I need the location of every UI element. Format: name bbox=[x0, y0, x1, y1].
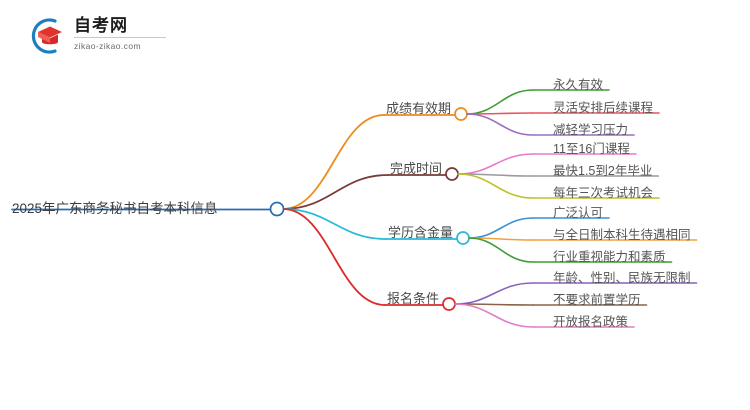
leaf-label-1-1[interactable]: 永久有效 bbox=[553, 78, 604, 92]
connector-line bbox=[282, 208, 386, 306]
leaf-label-1-3[interactable]: 减轻学习压力 bbox=[553, 123, 629, 137]
connector-line bbox=[468, 237, 534, 241]
connector-line bbox=[454, 282, 534, 305]
branch-label-4[interactable]: 报名条件 bbox=[386, 291, 439, 306]
connector-line bbox=[466, 112, 534, 115]
node-dot[interactable] bbox=[445, 167, 459, 181]
logo-title: 自考网 bbox=[74, 16, 128, 35]
leaf-label-2-1[interactable]: 11至16门课程 bbox=[553, 142, 630, 156]
graduation-cap-logo-icon bbox=[31, 18, 62, 54]
logo-text: 自考网 zikao-zikao.com bbox=[74, 16, 166, 52]
node-dot[interactable] bbox=[269, 201, 285, 217]
connector-line bbox=[466, 89, 534, 115]
connector-line bbox=[468, 237, 534, 263]
connector-line bbox=[468, 217, 534, 239]
branch-label-3[interactable]: 学历含金量 bbox=[387, 225, 453, 240]
site-logo: 自考网 zikao-zikao.com bbox=[24, 12, 166, 60]
leaf-label-3-1[interactable]: 广泛认可 bbox=[553, 206, 604, 220]
node-dot[interactable] bbox=[442, 297, 456, 311]
leaf-label-4-3[interactable]: 开放报名政策 bbox=[553, 315, 629, 329]
connector-line bbox=[282, 114, 385, 210]
leaf-label-2-3[interactable]: 每年三次考试机会 bbox=[553, 186, 654, 200]
leaf-label-2-2[interactable]: 最快1.5到2年毕业 bbox=[553, 164, 653, 178]
connector-line bbox=[454, 303, 534, 328]
connector-line bbox=[282, 174, 389, 210]
logo-domain: zikao-zikao.com bbox=[74, 37, 166, 52]
leaf-label-1-2[interactable]: 灵活安排后续课程 bbox=[553, 101, 654, 115]
node-dot[interactable] bbox=[454, 107, 468, 121]
connector-line bbox=[457, 153, 534, 175]
branch-label-1[interactable]: 成绩有效期 bbox=[385, 101, 451, 116]
connector-line bbox=[466, 113, 534, 136]
connector-line bbox=[457, 173, 534, 177]
leaf-label-3-3[interactable]: 行业重视能力和素质 bbox=[553, 250, 666, 264]
root-node-label[interactable]: 2025年广东商务秘书自考本科信息 bbox=[12, 201, 218, 216]
branch-label-2[interactable]: 完成时间 bbox=[389, 161, 442, 176]
leaf-label-3-2[interactable]: 与全日制本科生待遇相同 bbox=[553, 228, 691, 242]
leaf-label-4-1[interactable]: 年龄、性别、民族无限制 bbox=[553, 271, 691, 285]
connector-line bbox=[457, 173, 534, 199]
connector-line bbox=[454, 303, 534, 306]
connector-line bbox=[282, 208, 387, 240]
node-dot[interactable] bbox=[456, 231, 470, 245]
leaf-label-4-2[interactable]: 不要求前置学历 bbox=[553, 293, 641, 307]
